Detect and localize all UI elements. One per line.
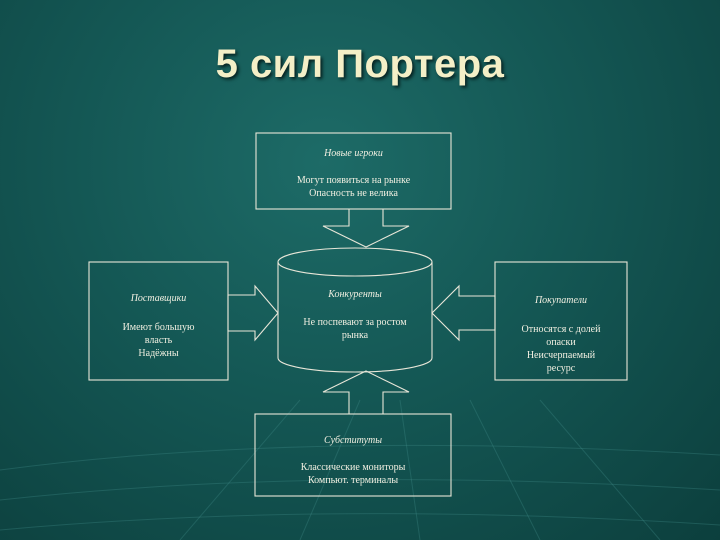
- competitors-text: Не поспевают за ростом рынка: [278, 316, 432, 342]
- substitutes-line: Классические мониторы: [300, 462, 406, 473]
- buyers-line: Неисчерпаемый: [526, 350, 596, 361]
- arrow-new-players: [322, 208, 410, 248]
- arrow-suppliers: [227, 284, 279, 342]
- buyers-text: Относятся с долей опаски Неисчерпаемый р…: [495, 323, 627, 375]
- buyers-line: ресурс: [546, 363, 576, 374]
- suppliers-line: власть: [144, 335, 173, 346]
- suppliers-heading-text: Поставщики: [130, 293, 187, 304]
- competitors-heading-text: Конкуренты: [328, 289, 382, 300]
- competitors-line: рынка: [341, 330, 369, 341]
- competitors-line: Не поспевают за ростом: [303, 317, 407, 328]
- buyers-heading-text: Покупатели: [534, 295, 588, 306]
- competitors-cylinder-top: [277, 247, 433, 277]
- arrow-buyers: [431, 284, 496, 342]
- new-players-line: Опасность не велика: [309, 188, 398, 199]
- substitutes-box: [254, 413, 452, 497]
- buyers-heading: Покупатели: [495, 294, 627, 307]
- substitutes-heading: Субституты: [323, 435, 383, 446]
- suppliers-heading: Поставщики: [89, 292, 228, 305]
- suppliers-text: Имеют большую власть Надёжны: [89, 321, 228, 360]
- substitutes-text: Субституты Классические мониторы Компьют…: [255, 434, 451, 487]
- new-players-line: Могут появиться на рынке: [296, 175, 411, 186]
- competitors-heading: Конкуренты: [278, 288, 432, 301]
- substitutes-line: Компьют. терминалы: [307, 475, 399, 486]
- new-players-text: Новые игроки Могут появиться на рынке Оп…: [256, 147, 451, 200]
- buyers-line: опаски: [546, 337, 576, 348]
- suppliers-line: Имеют большую: [122, 322, 195, 333]
- suppliers-line: Надёжны: [138, 348, 179, 359]
- slide-title: 5 сил Портера: [215, 42, 505, 86]
- new-players-heading: Новые игроки: [324, 148, 383, 159]
- competitors-cylinder: [277, 262, 433, 373]
- buyers-line: Относятся с долей: [521, 324, 601, 335]
- arrow-substitutes: [322, 370, 410, 415]
